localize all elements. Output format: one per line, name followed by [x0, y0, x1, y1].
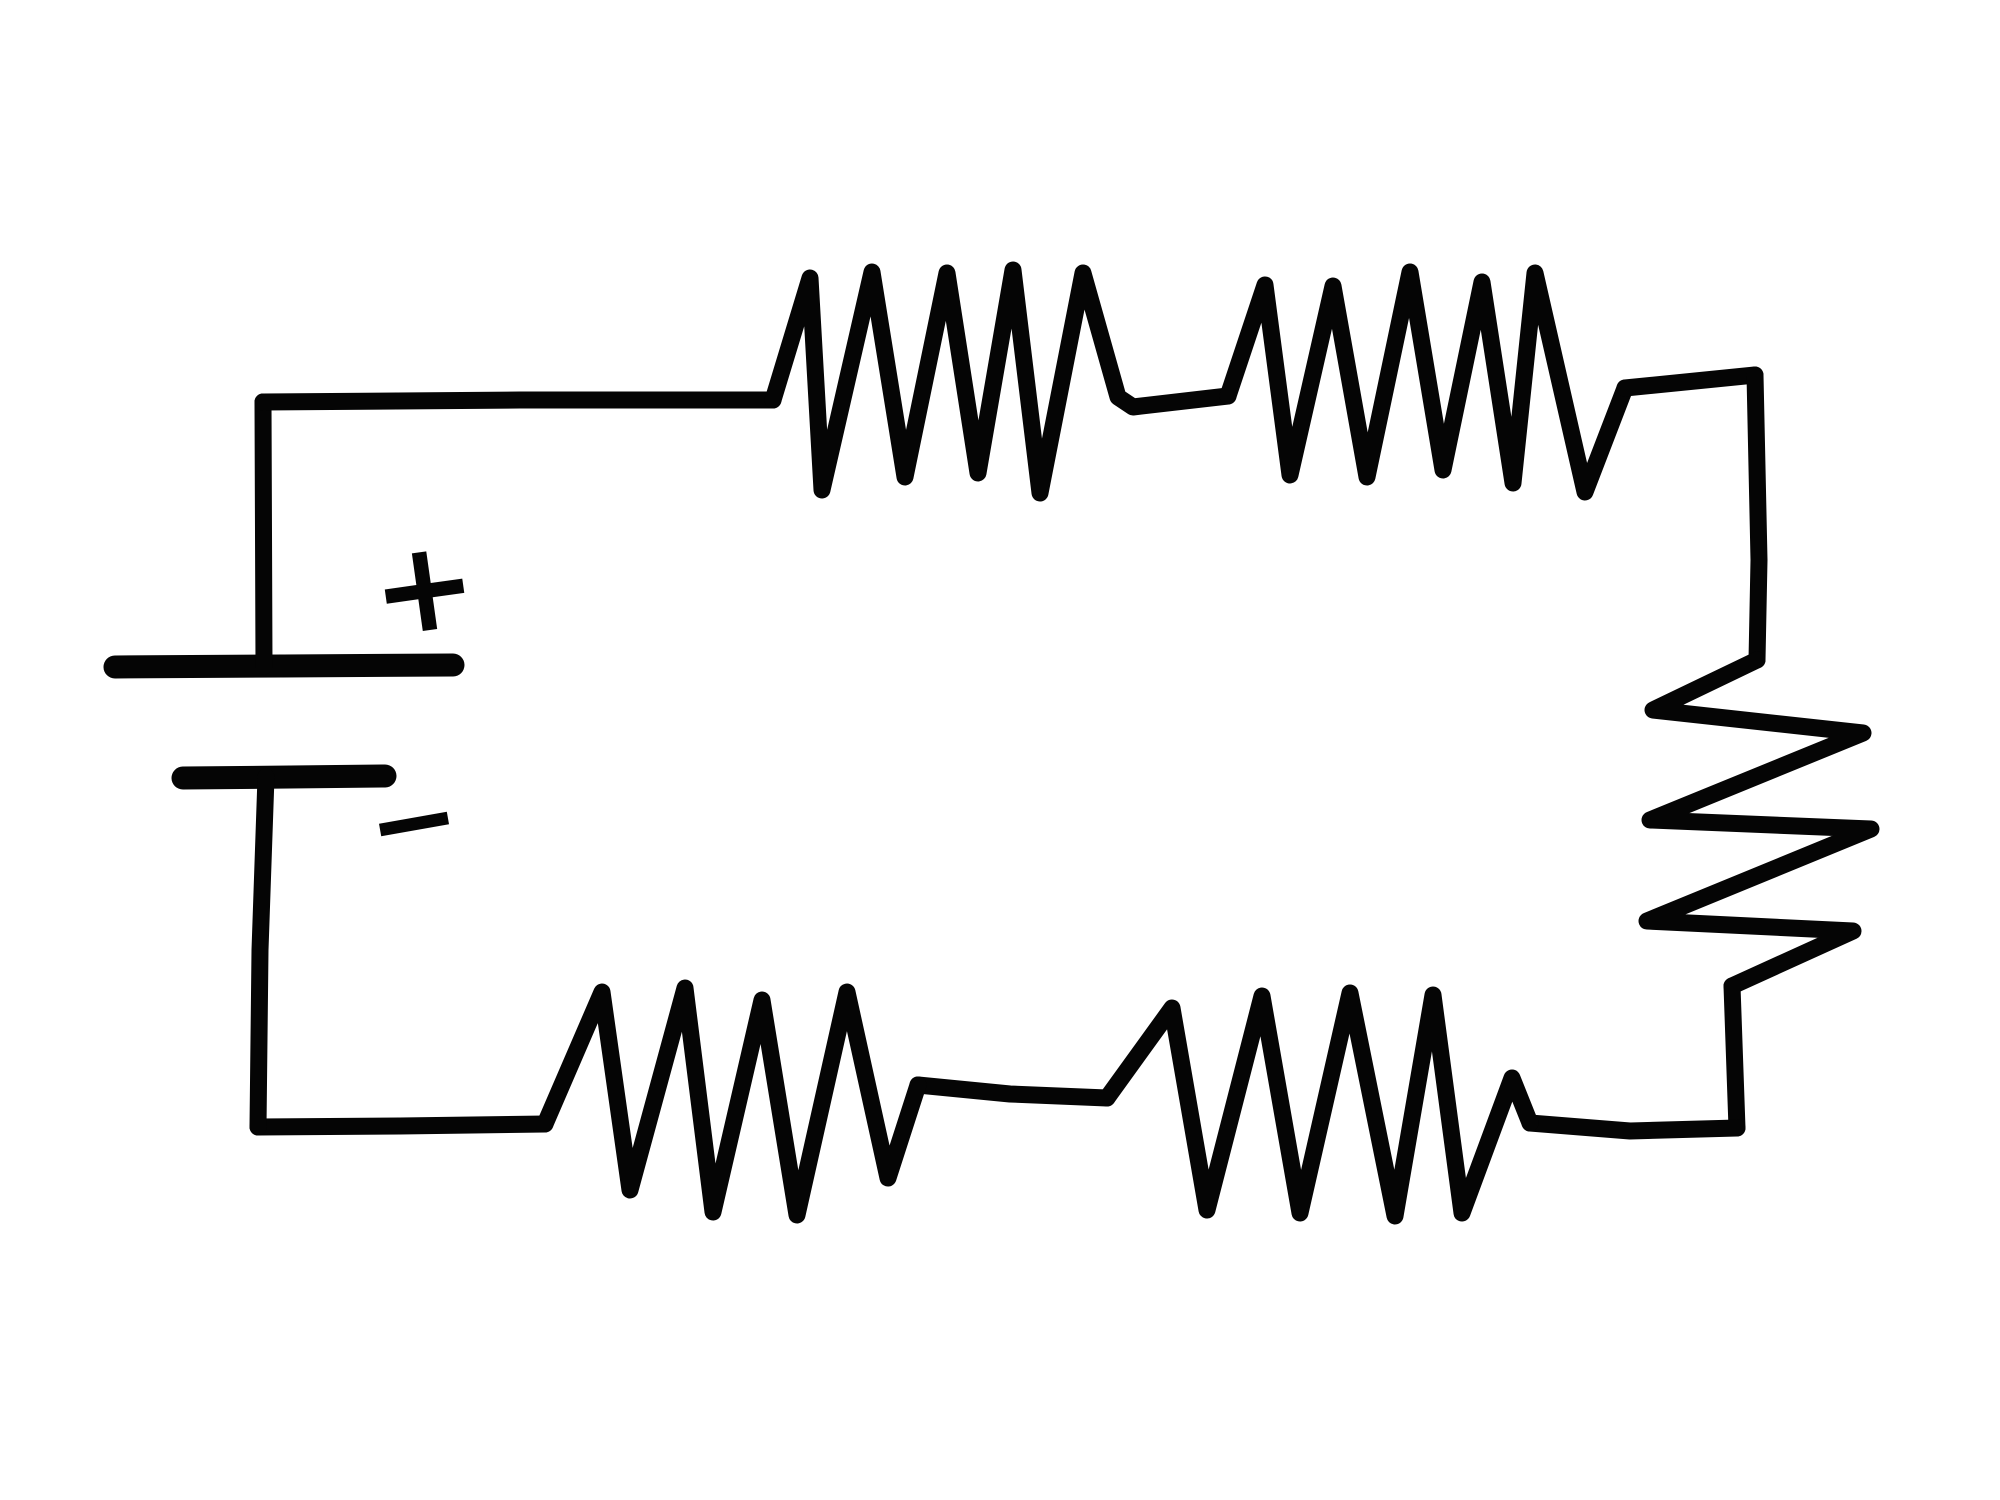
circuit-strokes	[103, 261, 1880, 1225]
top-wire-left	[254, 391, 782, 411]
battery-positive-plate	[103, 653, 465, 679]
battery-negative-lead	[249, 768, 275, 1136]
resistor-bottom-right	[1098, 984, 1539, 1225]
resistor-top-right	[1219, 263, 1634, 501]
right-wire-bottom	[1723, 977, 1746, 1137]
battery-negative-plate	[171, 764, 397, 790]
battery-positive-lead	[254, 393, 273, 675]
resistor-top-left	[764, 261, 1237, 502]
resistor-right	[1638, 651, 1880, 995]
top-wire-right	[1616, 366, 1764, 397]
battery-positive-label: +	[362, 509, 486, 667]
bottom-wire-right	[1521, 1114, 1746, 1140]
battery-negative-label: −	[357, 750, 470, 892]
right-wire-top	[1746, 366, 1768, 669]
resistor-bottom-left	[536, 979, 927, 1224]
bottom-wire-left	[249, 1115, 554, 1136]
bottom-wire-mid	[909, 1076, 1116, 1107]
